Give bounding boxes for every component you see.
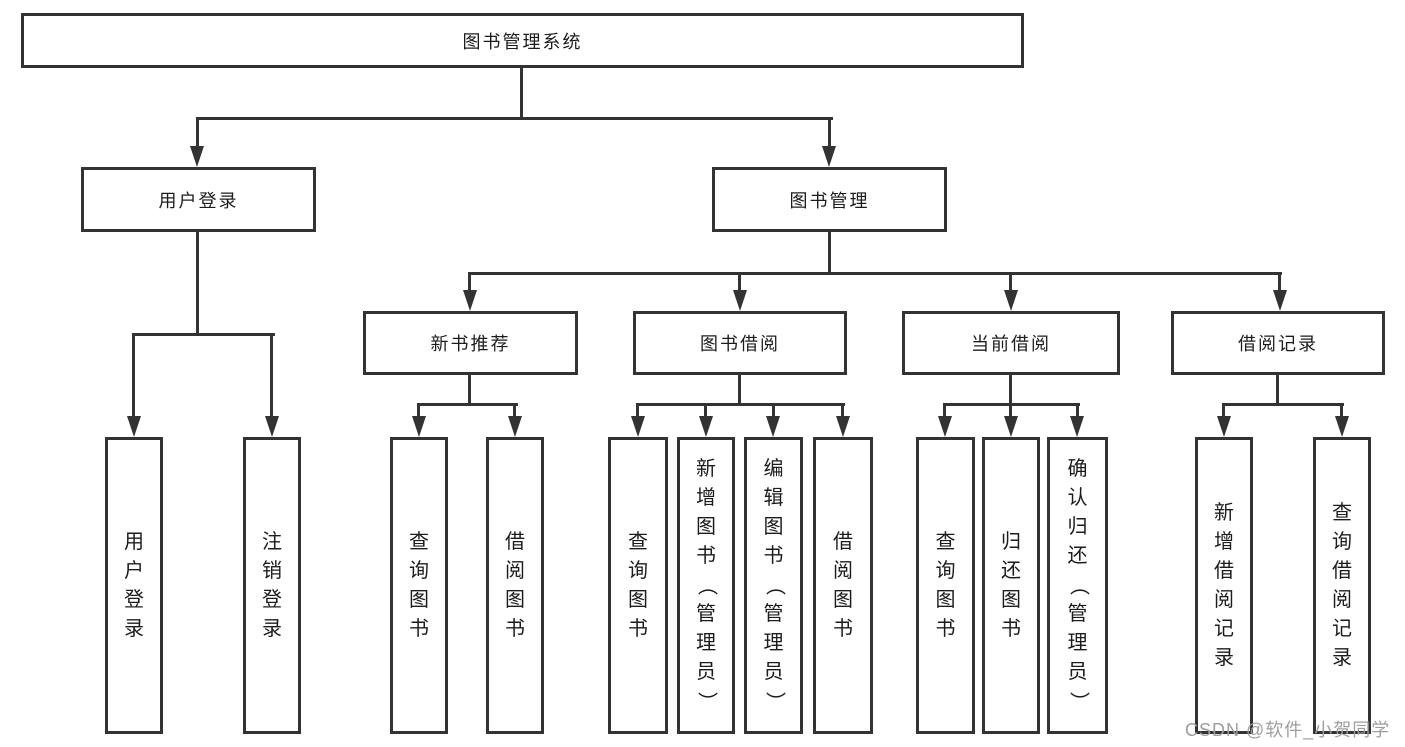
- edge-arrowhead: [1004, 290, 1018, 311]
- edge-mgmt-to-records: [1278, 272, 1281, 294]
- node-user-login-leaf-label: 用户登录: [124, 530, 144, 640]
- edge-borrow-stub-3: [772, 403, 775, 420]
- node-current-borrow-label: 当前借阅: [971, 334, 1051, 354]
- node-borrow-edit-books-admin-label: 编辑图书（管理员）: [763, 458, 785, 712]
- node-new-book-recommend-label: 新书推荐: [430, 334, 511, 354]
- edge-current-stub-3: [1076, 403, 1079, 420]
- edge-records-trunk: [1276, 375, 1279, 406]
- node-recommend-query-books-label: 查询图书: [409, 530, 429, 640]
- node-records-add-record: 新增借阅记录: [1195, 437, 1253, 734]
- edge-login-trunk: [196, 232, 199, 336]
- node-recommend-borrow-books-label: 借阅图书: [505, 530, 525, 640]
- edge-arrowhead: [190, 146, 204, 167]
- node-borrow-query-books-label: 查询图书: [628, 530, 648, 640]
- edge-arrowhead: [1070, 416, 1084, 437]
- node-current-return-books: 归还图书: [982, 437, 1040, 734]
- node-borrow-add-books-admin-label: 新增图书（管理员）: [695, 458, 718, 712]
- edge-borrow-crossbar: [636, 403, 845, 406]
- node-current-return-books-label: 归还图书: [1001, 530, 1021, 640]
- node-borrow-edit-books-admin: 编辑图书（管理员）: [744, 437, 803, 734]
- edge-recommend-stub-2: [513, 403, 516, 420]
- node-recommend-borrow-books: 借阅图书: [486, 437, 544, 734]
- edge-root-to-login: [196, 117, 199, 149]
- edge-arrowhead: [265, 416, 279, 437]
- node-library-system: 图书管理系统: [21, 13, 1024, 68]
- node-borrow-records: 借阅记录: [1171, 311, 1385, 375]
- edge-arrowhead: [1273, 290, 1287, 311]
- node-borrow-query-books: 查询图书: [608, 437, 668, 734]
- edge-current-trunk: [1009, 375, 1012, 406]
- edge-mgmt-to-borrow: [738, 272, 741, 294]
- edge-arrowhead: [938, 416, 952, 437]
- edge-mgmt-trunk: [828, 232, 831, 275]
- node-borrow-add-books-admin: 新增图书（管理员）: [677, 437, 735, 734]
- edge-records-stub-2: [1340, 403, 1343, 420]
- edge-arrowhead: [1335, 416, 1349, 437]
- edge-arrowhead: [463, 290, 477, 311]
- node-current-query-books: 查询图书: [916, 437, 975, 734]
- edge-login-crossbar: [132, 333, 275, 336]
- node-current-borrow: 当前借阅: [902, 311, 1120, 375]
- edge-arrowhead: [1004, 416, 1018, 437]
- edge-records-stub-1: [1222, 403, 1225, 420]
- edge-login-to-logout: [270, 333, 273, 418]
- edge-borrow-stub-2: [704, 403, 707, 420]
- node-book-borrow: 图书借阅: [633, 311, 847, 375]
- node-logout: 注销登录: [243, 437, 301, 734]
- node-current-confirm-return-admin: 确认归还（管理员）: [1047, 437, 1108, 734]
- edge-login-to-userlogin: [132, 333, 135, 418]
- node-library-system-label: 图书管理系统: [462, 31, 583, 52]
- node-records-add-record-label: 新增借阅记录: [1214, 501, 1234, 669]
- node-user-login-leaf: 用户登录: [105, 437, 163, 734]
- edge-root-trunk: [520, 68, 523, 119]
- edge-current-stub-2: [1009, 403, 1012, 420]
- edge-current-crossbar: [944, 403, 1080, 406]
- node-borrow-records-label: 借阅记录: [1238, 334, 1318, 354]
- edge-arrowhead: [733, 290, 747, 311]
- node-book-management: 图书管理: [712, 167, 947, 232]
- edge-borrow-stub-4: [841, 403, 844, 420]
- edge-arrowhead: [1217, 416, 1231, 437]
- node-user-login-label: 用户登录: [158, 190, 239, 211]
- edge-arrowhead: [699, 416, 713, 437]
- node-user-login: 用户登录: [81, 167, 316, 232]
- edge-arrowhead: [508, 416, 522, 437]
- edge-arrowhead: [127, 416, 141, 437]
- edge-arrowhead: [412, 416, 426, 437]
- edge-arrowhead: [766, 416, 780, 437]
- node-book-borrow-label: 图书借阅: [700, 334, 780, 354]
- node-new-book-recommend: 新书推荐: [363, 311, 578, 375]
- csdn-watermark: CSDN @软件_小贺同学: [1185, 720, 1391, 740]
- node-logout-label: 注销登录: [262, 530, 282, 640]
- node-recommend-query-books: 查询图书: [390, 437, 448, 734]
- node-borrow-borrow-books-label: 借阅图书: [833, 530, 853, 640]
- node-current-confirm-return-admin-label: 确认归还（管理员）: [1067, 458, 1089, 712]
- edge-arrowhead: [822, 146, 836, 167]
- edge-records-crossbar: [1222, 403, 1344, 406]
- edge-root-crossbar: [196, 117, 833, 120]
- edge-mgmt-to-recommend: [468, 272, 471, 294]
- edge-recommend-stub-1: [417, 403, 420, 420]
- edge-recommend-trunk: [468, 375, 471, 406]
- edge-recommend-crossbar: [417, 403, 518, 406]
- edge-arrowhead: [631, 416, 645, 437]
- edge-current-stub-1: [943, 403, 946, 420]
- edge-borrow-stub-1: [636, 403, 639, 420]
- node-records-query-record: 查询借阅记录: [1313, 437, 1371, 734]
- node-records-query-record-label: 查询借阅记录: [1332, 501, 1352, 669]
- edge-root-to-mgmt: [828, 117, 831, 149]
- edge-arrowhead: [836, 416, 850, 437]
- node-book-management-label: 图书管理: [789, 190, 870, 211]
- node-current-query-books-label: 查询图书: [935, 530, 956, 640]
- edge-borrow-trunk: [738, 375, 741, 406]
- edge-mgmt-to-current: [1009, 272, 1012, 294]
- edge-mgmt-crossbar: [468, 272, 1282, 275]
- node-borrow-borrow-books: 借阅图书: [813, 437, 873, 734]
